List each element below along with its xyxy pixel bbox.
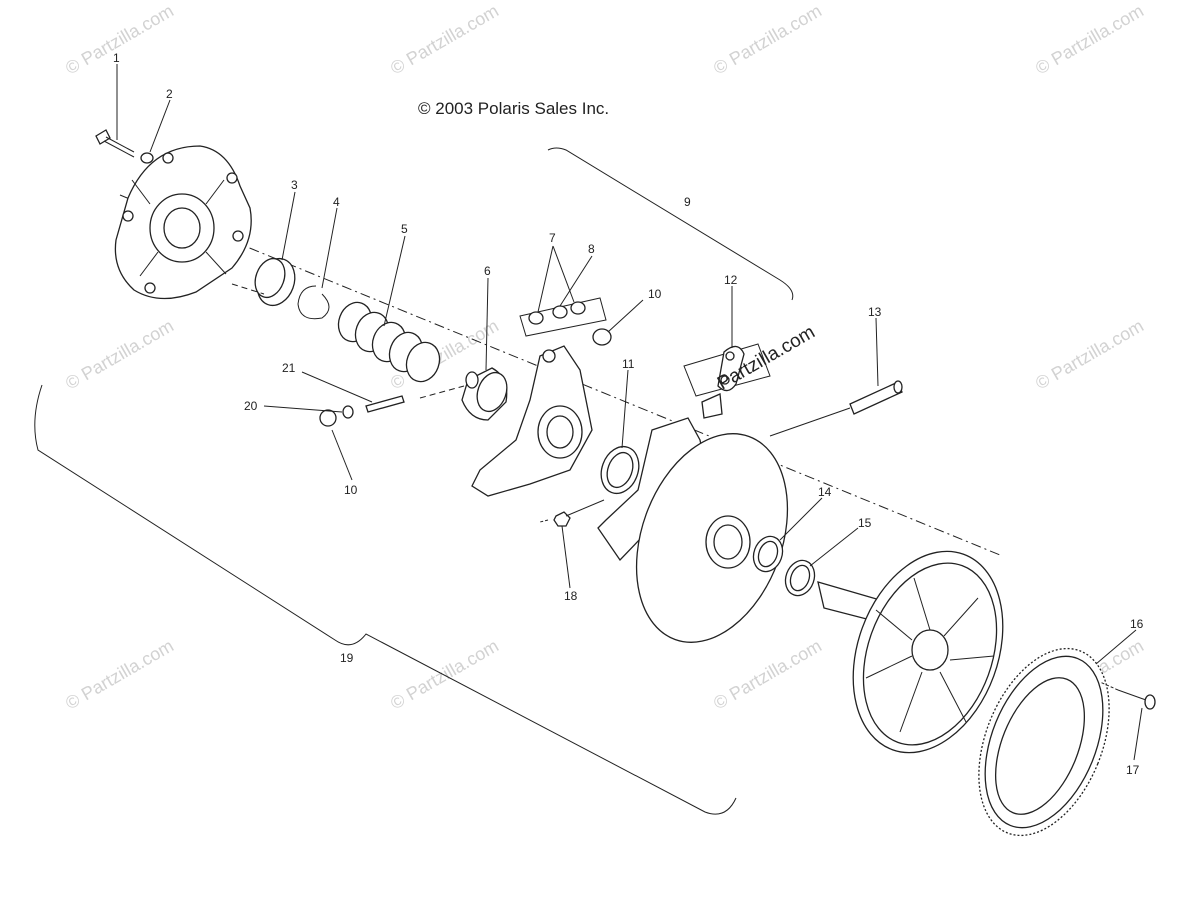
part-18-nut[interactable]	[539, 511, 571, 527]
part-3-bushing[interactable]	[250, 253, 301, 310]
part-1-bolt[interactable]	[95, 129, 135, 158]
callout-18: 18	[564, 589, 578, 603]
assembly-line	[565, 499, 605, 517]
watermark: © Partzilla.com	[387, 0, 502, 78]
callout-14: 14	[818, 485, 832, 499]
callout-9: 9	[684, 195, 691, 209]
leader-lines	[116, 64, 1143, 761]
callout-7: 7	[549, 231, 556, 245]
part-10-bushing-upper[interactable]	[592, 328, 612, 346]
assembly-line	[231, 283, 265, 295]
watermark: © Partzilla.com	[62, 635, 177, 713]
callout-1: 1	[113, 51, 120, 65]
callout-12: 12	[724, 273, 738, 287]
watermark: © Partzilla.com	[387, 635, 502, 713]
callout-10-upper: 10	[648, 287, 662, 301]
part-20-washer[interactable]	[342, 405, 354, 419]
watermark: © Partzilla.com	[62, 0, 177, 78]
watermark: © Partzilla.com	[710, 635, 825, 713]
part-21-pin[interactable]	[365, 395, 405, 413]
part-6-roller[interactable]	[461, 367, 512, 421]
part-16-ring-gear[interactable]	[954, 629, 1135, 854]
watermark: © Partzilla.com	[1032, 315, 1147, 393]
drive-clutch-cover[interactable]	[114, 145, 252, 300]
copyright-text: © 2003 Polaris Sales Inc.	[418, 99, 609, 118]
part-5-spring[interactable]	[333, 298, 445, 387]
callout-6: 6	[484, 264, 491, 278]
callout-11: 11	[622, 357, 635, 371]
spider-arm-assembly[interactable]	[471, 345, 593, 497]
part-11-bushing[interactable]	[595, 441, 645, 498]
callout-19: 19	[340, 651, 354, 665]
callout-5: 5	[401, 222, 408, 236]
callout-4: 4	[333, 195, 340, 209]
part-4-snap-ring[interactable]	[297, 285, 330, 320]
part-10-bushing-lower[interactable]	[319, 409, 337, 427]
watermark: © Partzilla.com	[710, 0, 825, 78]
part-13-pin[interactable]	[769, 380, 903, 437]
callout-labels: 1 2 3 4 5 6 7 8 9 10 11 12 13 14 15 16 1…	[113, 51, 1144, 777]
callout-3: 3	[291, 178, 298, 192]
part-2-washer[interactable]	[140, 152, 154, 164]
bracket-19	[34, 384, 737, 815]
bracket-9	[547, 147, 794, 301]
callout-15: 15	[858, 516, 872, 530]
callout-20: 20	[244, 399, 258, 413]
part-15-bushing[interactable]	[781, 556, 820, 599]
watermark: © Partzilla.com	[1032, 0, 1147, 78]
moveable-sheave[interactable]	[597, 413, 815, 664]
callout-8: 8	[588, 242, 595, 256]
watermark: © Partzilla.com	[62, 315, 177, 393]
fixed-sheave[interactable]	[817, 530, 1029, 773]
callout-21: 21	[282, 361, 296, 375]
part-17-screw[interactable]	[1099, 681, 1156, 710]
callout-10-lower: 10	[344, 483, 358, 497]
part-14-bushing[interactable]	[749, 532, 788, 575]
part-12-weight[interactable]	[683, 343, 771, 419]
assembly-line	[419, 385, 465, 399]
callout-2: 2	[166, 87, 173, 101]
callout-13: 13	[868, 305, 882, 319]
callout-16: 16	[1130, 617, 1144, 631]
callout-17: 17	[1126, 763, 1140, 777]
part-7-8-washers[interactable]	[519, 297, 607, 337]
